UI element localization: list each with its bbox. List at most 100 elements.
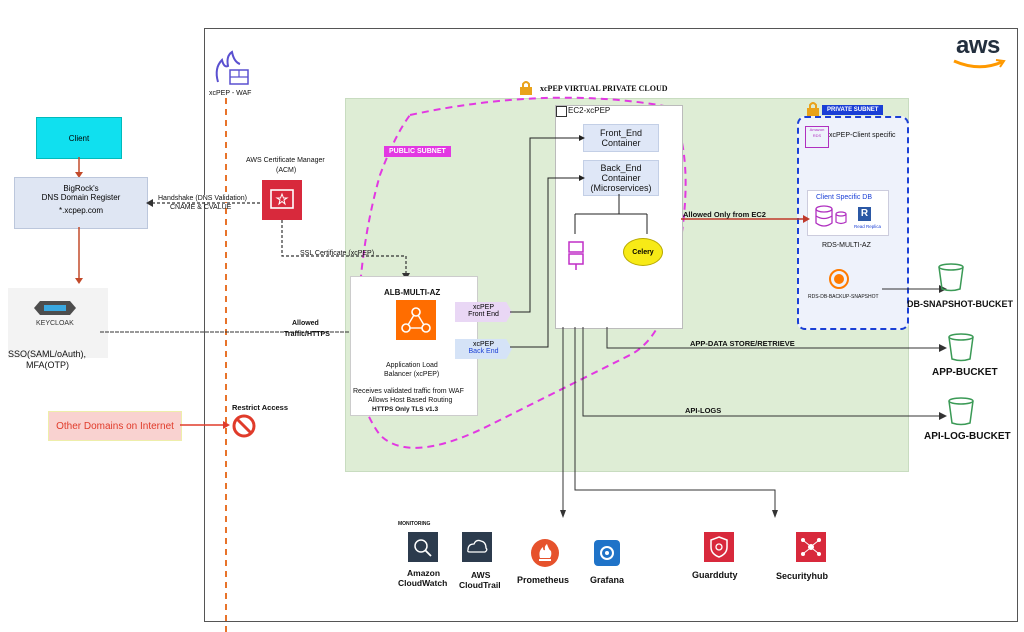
restrict-access-icon — [232, 414, 256, 438]
public-subnet-boundary — [355, 96, 687, 449]
ec2-internal-connectors — [574, 194, 648, 234]
ec2-icon — [556, 106, 567, 117]
vpc-lock-icon — [520, 81, 532, 95]
waf-boundary-line — [225, 98, 227, 632]
read-replica-icon: R — [858, 207, 871, 221]
alb-desc-2: Allows Host Based Routing — [368, 397, 453, 404]
alb-desc-1: Receives validated traffic from WAF — [353, 388, 464, 395]
backend-label-1: Back_End — [600, 163, 642, 173]
alb-desc-3: HTTPS Only TLS v1.3 — [372, 406, 439, 413]
cloudtrail-label-1: AWS — [471, 570, 491, 580]
security-box — [652, 520, 880, 598]
cloudtrail-icon — [462, 532, 492, 562]
alb-icon — [396, 300, 436, 340]
guardduty-icon — [704, 532, 734, 562]
dns-label-2: DNS Domain Register — [41, 193, 121, 202]
redis-cache-icon — [568, 241, 584, 270]
acm-handshake-label-2: CNAME & CVALUE — [170, 204, 232, 211]
amazon-rds-icon: Amazon RDS — [805, 126, 829, 148]
frontend-label-1: Front_End — [599, 128, 643, 138]
alb-backend-target-tag: xcPEP Back End — [455, 339, 512, 359]
prometheus-label: Prometheus — [517, 575, 570, 585]
client-label: Client — [68, 133, 90, 143]
acm-handshake-label-1: Handshake (DNS Validation) — [158, 195, 247, 202]
ec2-data-flows — [560, 285, 947, 518]
grafana-label: Grafana — [590, 575, 625, 585]
private-subnet-label: PRIVATE SUBNET — [822, 105, 884, 115]
aws-cloud-frame — [204, 28, 1018, 622]
app-bucket-label: APP-BUCKET — [932, 367, 998, 378]
acm-label-1: AWS Certificate Manager — [246, 157, 325, 164]
rds-backup-label: RDS-DB-BACKUP-SNAPSHOT — [808, 294, 879, 300]
client-box: Client — [36, 117, 122, 159]
monitoring-title: MONITORING — [398, 521, 431, 527]
db-snapshot-bucket-icon — [938, 263, 964, 292]
client-db-title: Client Specific DB — [816, 194, 873, 201]
waf-label: xcPEP - WAF — [209, 90, 252, 97]
acm-handshake-arrow — [146, 199, 262, 207]
alb-routing-arrows — [510, 135, 585, 348]
grafana-icon — [594, 540, 620, 566]
frontend-container: Front_End Container — [583, 124, 659, 152]
client-to-dns-arrow — [75, 157, 83, 178]
allowed-traffic-label-1: Allowed — [292, 320, 319, 327]
acm-label-2: (ACM) — [276, 167, 297, 174]
read-replica-label: Read Replica — [854, 224, 882, 229]
rds-logo-label: Amazon RDS — [809, 127, 825, 138]
waf-firewall-icon — [215, 50, 249, 85]
acm-certificate-icon — [262, 180, 302, 220]
alb-frontend-target-tag: xcPEP Front End — [455, 302, 512, 322]
rds-backup-icon — [829, 269, 849, 289]
cloudtrail-label-2: CloudTrail — [459, 580, 501, 590]
dns-label-1: BigRock's — [63, 184, 99, 193]
backend-label-2: Container — [601, 173, 641, 183]
aws-smile-icon — [953, 59, 1006, 69]
api-logs-flow-label: API-LOGS — [685, 406, 722, 415]
restrict-access-label: Restrict Access — [232, 403, 289, 412]
other-domains-arrow — [180, 421, 230, 429]
keycloak-icon — [34, 301, 76, 315]
ssl-certificate-label: SSL Certificate (xcPEP) — [300, 250, 375, 257]
cloudwatch-label-2: CloudWatch — [398, 578, 448, 588]
public-subnet-label: PUBLIC SUBNET — [384, 146, 451, 157]
alb-backend-tag-1: xcPEP — [472, 341, 494, 348]
database-icon — [815, 205, 847, 227]
alb-frontend-tag-1: xcPEP — [472, 304, 494, 311]
client-specific-label: xcPEP-Client specific — [829, 132, 896, 139]
alb-label-2: Balancer (xcPEP) — [384, 371, 440, 378]
frontend-label-2: Container — [601, 138, 641, 148]
keycloak-logo-text: KEYCLOAK — [36, 320, 74, 327]
dns-register-box: BigRock's DNS Domain Register *.xcpep.co… — [14, 177, 148, 229]
alb-title: ALB-MULTI-AZ — [384, 288, 441, 297]
other-domains-label: Other Domains on Internet — [56, 420, 174, 432]
dns-to-keycloak-arrow — [75, 227, 83, 284]
ec2-title: EC2-xcPEP — [568, 106, 611, 115]
vpc-title: xcPEP VIRTUAL PRIVATE CLOUD — [540, 84, 668, 93]
backend-container: Back_End Container (Microservices) — [583, 160, 659, 196]
allowed-traffic-label-2: Traffic/HTTPS — [284, 331, 330, 338]
keycloak-label-1: SSO(SAML/oAuth), — [8, 349, 87, 359]
celery-label: Celery — [632, 248, 654, 256]
app-data-flow-label: APP-DATA STORE/RETRIEVE — [690, 339, 795, 348]
celery-worker: Celery — [623, 238, 663, 266]
app-bucket-icon — [948, 333, 974, 362]
db-snapshot-bucket-label: DB-SNAPSHOT-BUCKET — [907, 299, 1014, 309]
api-log-bucket-label: API-LOG-BUCKET — [924, 431, 1011, 442]
prometheus-icon — [531, 539, 559, 567]
guardduty-label: Guardduty — [692, 570, 738, 580]
cloudwatch-label-1: Amazon — [407, 568, 441, 578]
api-log-bucket-icon — [948, 397, 974, 426]
keycloak-label-2: MFA(OTP) — [26, 360, 69, 370]
ec2-to-rds-arrow — [681, 215, 810, 223]
other-domains-box: Other Domains on Internet — [48, 411, 182, 441]
cloudwatch-icon — [408, 532, 438, 562]
alb-label-1: Application Load — [386, 362, 438, 369]
securityhub-icon — [796, 532, 826, 562]
securityhub-label: Securityhub — [776, 571, 829, 581]
allowed-ec2-label: Allowed Only from EC2 — [683, 210, 766, 219]
alb-backend-tag-2: Back End — [468, 348, 499, 355]
rds-multi-az-label: RDS-MULTI-AZ — [822, 242, 871, 249]
backend-label-3: (Microservices) — [590, 183, 652, 193]
dns-label-3: *.xcpep.com — [58, 206, 104, 215]
keycloak-logo-block: KEYCLOAK — [8, 288, 108, 358]
